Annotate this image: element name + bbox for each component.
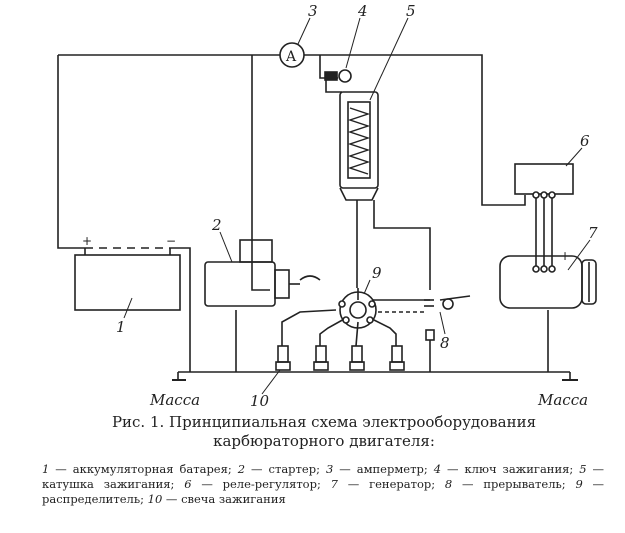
battery-plus-sign: +	[82, 234, 92, 248]
callout-leaders	[123, 17, 591, 395]
callout-6: 6	[580, 132, 590, 150]
legend-item: 5 — катушка зажигания;	[42, 462, 605, 491]
ammeter-symbol: A	[285, 49, 297, 65]
callout-9: 9	[372, 264, 382, 282]
wire-key-coil	[325, 80, 342, 93]
wire-coil-breaker	[373, 200, 431, 290]
wire-battery-ground	[170, 247, 191, 372]
wire-plug-3	[355, 321, 359, 347]
legend-item: 9 — распределитель;	[42, 477, 605, 506]
wire-ammeter-right	[304, 54, 526, 206]
ignition-coil	[339, 91, 379, 201]
legend-item: 4 — ключ зажигания;	[433, 462, 580, 476]
legend-item: 1 — аккумуляторная батарея;	[42, 462, 238, 476]
ground-symbol-right	[562, 372, 578, 381]
ignition-key	[324, 69, 352, 83]
spark-plug-4	[389, 345, 405, 371]
callout-10: 10	[250, 392, 270, 410]
legend-item: 6 — реле-регулятор;	[184, 477, 331, 491]
callout-1: 1	[116, 318, 126, 336]
figure-legend: 1 — аккумуляторная батарея; 2 — стартер;…	[42, 462, 604, 507]
breaker	[424, 295, 471, 341]
spark-plug-2	[313, 345, 329, 371]
generator-plus-sign: +	[560, 249, 570, 263]
wire-plug-2	[319, 317, 347, 346]
legend-item: 2 — стартер;	[237, 462, 326, 476]
wire-plug-4	[369, 317, 397, 346]
ground-label-left: Масса	[149, 391, 200, 409]
relay-regulator	[514, 163, 574, 199]
legend-item: 10 — свеча зажигания	[147, 492, 286, 506]
wires	[57, 54, 570, 373]
wire-plug-1	[281, 309, 337, 346]
generator: +	[499, 249, 597, 309]
spark-plug-3	[349, 345, 365, 371]
callout-5: 5	[406, 2, 416, 20]
callout-3: 3	[308, 2, 318, 20]
distributor	[338, 288, 377, 329]
figure-title: Рис. 1. Принципиальная схема электрообор…	[111, 413, 537, 450]
legend-item: 8 — прерыватель;	[444, 477, 576, 491]
battery: + −	[74, 234, 181, 311]
callout-numbers: 1 2 3 4 5 6 7 8 9 10	[116, 2, 598, 410]
electrical-schematic: + − A +	[57, 2, 598, 410]
starter	[204, 239, 321, 307]
legend-item: 7 — генератор;	[330, 477, 445, 491]
ammeter: A	[279, 42, 305, 68]
spark-plugs	[275, 345, 405, 371]
callout-4: 4	[357, 2, 368, 20]
wire-starter-feed	[251, 55, 270, 291]
ground-label-right: Масса	[537, 391, 588, 409]
ground-symbol-left	[172, 372, 186, 381]
callout-7: 7	[588, 224, 598, 242]
callout-2: 2	[211, 216, 222, 234]
callout-8: 8	[440, 334, 450, 352]
wire-battery-plus	[57, 55, 85, 249]
spark-plug-1	[275, 345, 291, 371]
legend-item: 3 — амперметр;	[325, 462, 434, 476]
battery-minus-sign: −	[166, 234, 176, 248]
